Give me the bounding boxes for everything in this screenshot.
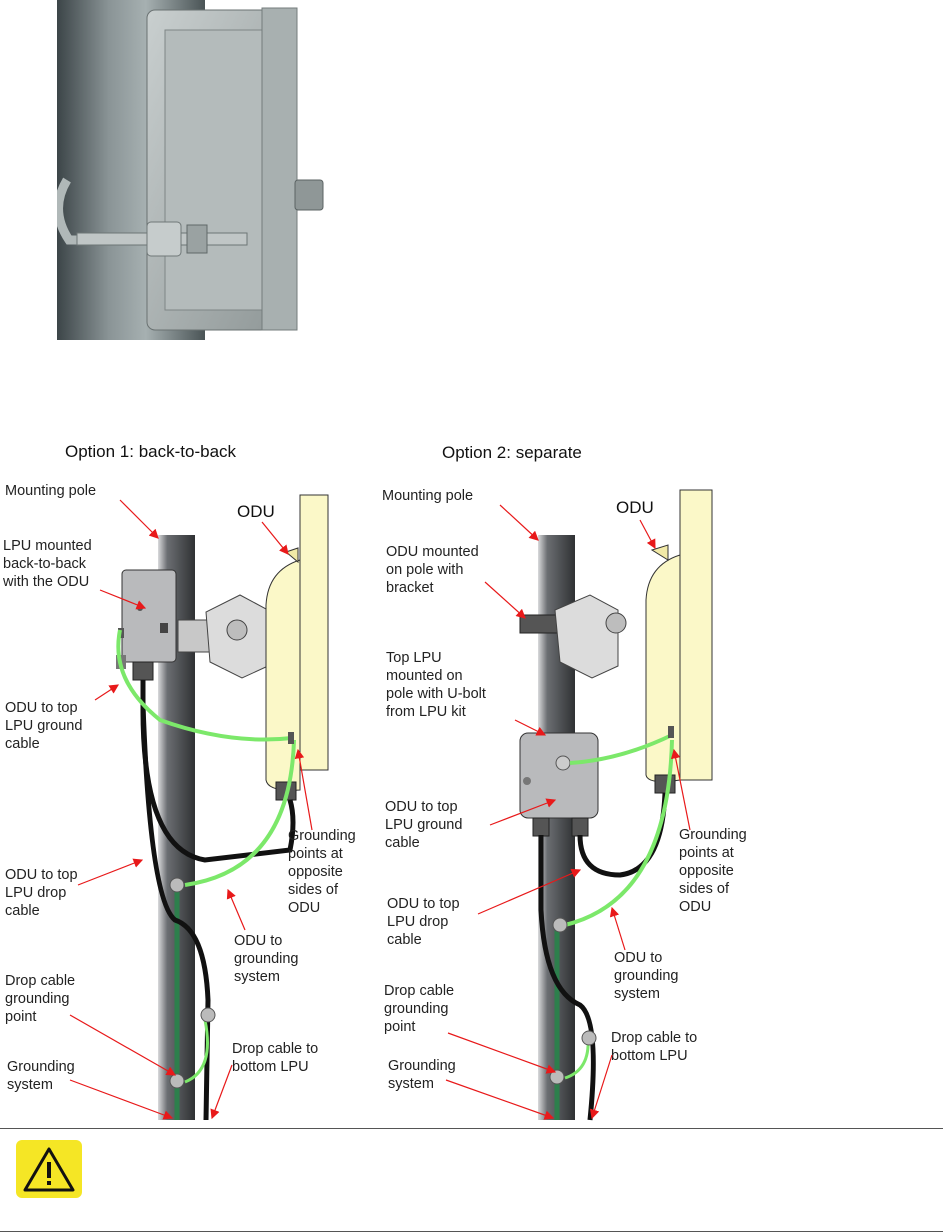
top-lpu-label-4: from LPU kit bbox=[386, 704, 466, 720]
odu-mounted-label-3: bracket bbox=[386, 580, 434, 596]
odu-grounding-label-1: ODU to bbox=[234, 933, 282, 949]
opt2-grounding-system-label-1: Grounding bbox=[388, 1058, 456, 1074]
option1-labels: Mounting pole LPU mounted back-to-back w… bbox=[2, 483, 356, 1093]
opt2-odu-grounding-label-2: grounding bbox=[614, 968, 679, 984]
option1-arrows bbox=[69, 499, 313, 1120]
opt2-grounding-points-label-4: sides of bbox=[679, 881, 730, 897]
grounding-points-label-5: ODU bbox=[288, 900, 320, 916]
opt2-drop-ground-point-label-2: grounding bbox=[384, 1001, 449, 1017]
option1-title: Option 1: back-to-back bbox=[65, 442, 237, 461]
lpu-mounting-diagram: Option 1: back-to-back ODU Mounting pole… bbox=[2, 442, 747, 1121]
top-lpu-label-3: pole with U-bolt bbox=[386, 686, 486, 702]
grounding-points-label-1: Grounding bbox=[288, 828, 356, 844]
ground-cable-label-1: ODU to top bbox=[5, 700, 78, 716]
opt2-drop-cable-label-2: LPU drop bbox=[387, 914, 448, 930]
opt2-drop-ground-point-label-1: Drop cable bbox=[384, 983, 454, 999]
option2-odu-label: ODU bbox=[616, 498, 654, 517]
option2-arrows bbox=[445, 504, 691, 1120]
odu-mounted-label-2: on pole with bbox=[386, 562, 463, 578]
grounding-system-label-2: system bbox=[7, 1077, 53, 1093]
drop-bottom-label-1: Drop cable to bbox=[232, 1041, 318, 1057]
opt2-grounding-points-label-2: points at bbox=[679, 845, 734, 861]
option1-odu-label: ODU bbox=[237, 502, 275, 521]
opt2-odu-grounding-label-1: ODU to bbox=[614, 950, 662, 966]
opt2-drop-cable-label-3: cable bbox=[387, 932, 422, 948]
top-lpu-label-1: Top LPU bbox=[386, 650, 442, 666]
lpu-mounted-label-2: back-to-back bbox=[3, 556, 87, 572]
opt2-drop-bottom-label-1: Drop cable to bbox=[611, 1030, 697, 1046]
section-divider bbox=[0, 1128, 943, 1129]
opt2-grounding-points-label-5: ODU bbox=[679, 899, 711, 915]
drop-cable-label-1: ODU to top bbox=[5, 867, 78, 883]
opt2-grounding-points-label-1: Grounding bbox=[679, 827, 747, 843]
opt2-odu-grounding-label-3: system bbox=[614, 986, 660, 1002]
odu-mounted-label-1: ODU mounted bbox=[386, 544, 479, 560]
option2-top-lpu bbox=[519, 732, 599, 819]
grounding-points-label-3: opposite bbox=[288, 864, 343, 880]
odu-grounding-label-3: system bbox=[234, 969, 280, 985]
option2-labels: Mounting pole ODU mounted on pole with b… bbox=[382, 488, 747, 1092]
top-lpu-label-2: mounted on bbox=[386, 668, 463, 684]
drop-ground-point-label-2: grounding bbox=[5, 991, 70, 1007]
mounting-pole-label: Mounting pole bbox=[5, 483, 96, 499]
ground-cable-label-3: cable bbox=[5, 736, 40, 752]
opt2-drop-bottom-label-2: bottom LPU bbox=[611, 1048, 688, 1064]
caution-warning-icon bbox=[16, 1140, 82, 1198]
opt2-grounding-points-label-3: opposite bbox=[679, 863, 734, 879]
option2-title: Option 2: separate bbox=[442, 443, 582, 462]
lpu-mounted-label-3: with the ODU bbox=[2, 574, 89, 590]
option1-lpu-box bbox=[121, 569, 177, 663]
grounding-points-label-2: points at bbox=[288, 846, 343, 862]
grounding-system-label-1: Grounding bbox=[7, 1059, 75, 1075]
lpu-mounted-label-1: LPU mounted bbox=[3, 538, 92, 554]
drop-bottom-label-2: bottom LPU bbox=[232, 1059, 309, 1075]
drop-ground-point-label-1: Drop cable bbox=[5, 973, 75, 989]
ground-cable-label-2: LPU ground bbox=[5, 718, 82, 734]
drop-cable-label-2: LPU drop bbox=[5, 885, 66, 901]
grounding-points-label-4: sides of bbox=[288, 882, 339, 898]
opt2-ground-cable-label-2: LPU ground bbox=[385, 817, 462, 833]
drop-ground-point-label-3: point bbox=[5, 1009, 36, 1025]
option1-ground-cable bbox=[116, 629, 293, 742]
opt2-drop-ground-point-label-3: point bbox=[384, 1019, 415, 1035]
odu-grounding-label-2: grounding bbox=[234, 951, 299, 967]
option1-odu bbox=[299, 494, 329, 771]
bracket-mounting-photo bbox=[57, 0, 342, 340]
opt2-drop-cable-label-1: ODU to top bbox=[387, 896, 460, 912]
opt2-mounting-pole-label: Mounting pole bbox=[382, 488, 473, 504]
drop-cable-label-3: cable bbox=[5, 903, 40, 919]
opt2-grounding-system-label-2: system bbox=[388, 1076, 434, 1092]
opt2-ground-cable-label-3: cable bbox=[385, 835, 420, 851]
option2-odu bbox=[679, 489, 713, 781]
opt2-ground-cable-label-1: ODU to top bbox=[385, 799, 458, 815]
